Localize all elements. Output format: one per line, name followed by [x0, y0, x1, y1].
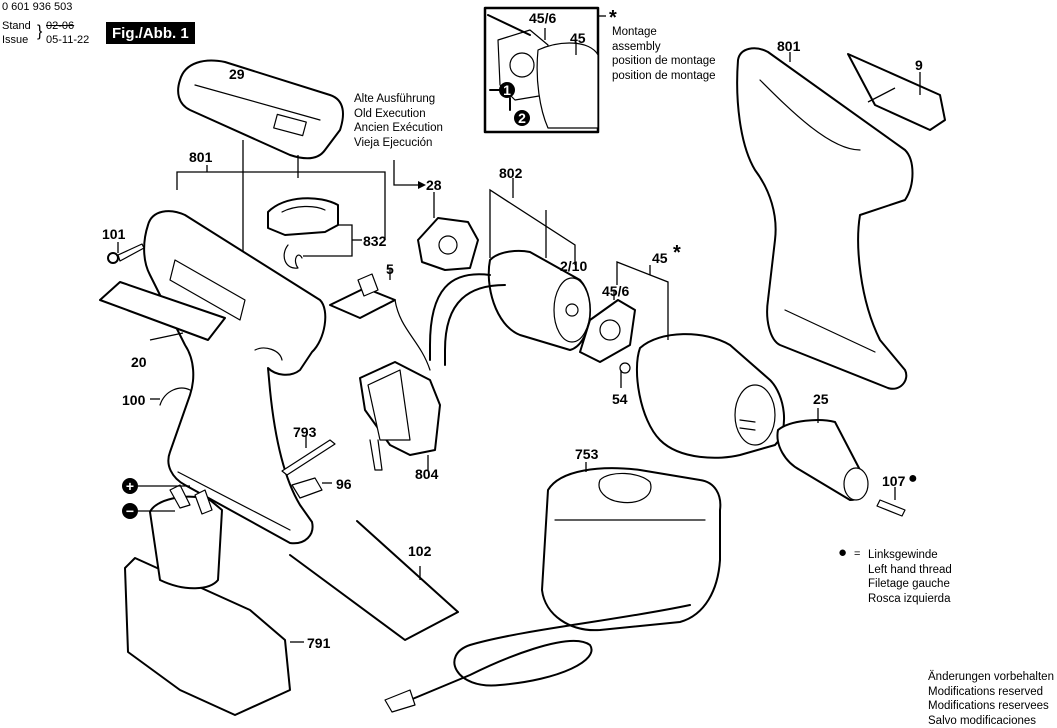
part-number: 0 601 936 503 — [2, 2, 72, 13]
old-execution-de: Alte Ausführung — [354, 92, 443, 107]
part-804-switch — [360, 300, 440, 470]
part-832-clip — [268, 198, 362, 268]
minus-terminal-icon: − — [122, 503, 138, 519]
old-execution-note: Alte Ausführung Old Execution Ancien Exé… — [354, 92, 443, 150]
footer-de: Änderungen vorbehalten — [928, 670, 1054, 685]
stand-label: Stand — [2, 21, 31, 32]
assembly-note: Montage assembly position de montage pos… — [612, 25, 716, 83]
callout-25: 25 — [813, 392, 829, 406]
assembly-inset — [485, 8, 606, 132]
part-102-strap — [290, 521, 458, 640]
callout-791: 791 — [307, 636, 330, 650]
callout-29: 29 — [229, 67, 245, 81]
old-execution-fr: Ancien Exécution — [354, 121, 443, 136]
old-date: 02-06 — [46, 21, 74, 32]
callout-96: 96 — [336, 477, 352, 491]
figure-label: Fig./Abb. 1 — [106, 22, 195, 44]
step-1-marker: 1 — [499, 82, 515, 98]
footer-es: Salvo modificaciones — [928, 714, 1054, 728]
inset-label-45: 45 — [570, 31, 586, 45]
legend-fr: Filetage gauche — [868, 577, 952, 592]
part-100-wire — [150, 388, 190, 405]
callout-801-left: 801 — [189, 150, 212, 164]
part-45-gearbox — [617, 262, 784, 458]
part-107-screw — [877, 487, 905, 516]
legend-en: Left hand thread — [868, 563, 952, 578]
plus-terminal-icon: + — [122, 478, 138, 494]
old-execution-es: Vieja Ejecución — [354, 136, 443, 151]
part-101-screw — [108, 242, 144, 263]
left-thread-dot-icon: ● — [908, 471, 918, 487]
callout-45-6: 45/6 — [602, 284, 629, 298]
old-execution-en: Old Execution — [354, 107, 443, 122]
legend-es: Rosca izquierda — [868, 592, 952, 607]
callout-9: 9 — [915, 58, 923, 72]
footer-fr: Modifications reservees — [928, 699, 1054, 714]
callout-5: 5 — [386, 262, 394, 276]
callout-28: 28 — [426, 178, 442, 192]
callout-832: 832 — [363, 234, 386, 248]
part-96-clip — [292, 478, 332, 498]
assembly-note-es: position de montage — [612, 69, 716, 84]
callout-804: 804 — [415, 467, 438, 481]
callout-793: 793 — [293, 425, 316, 439]
footer-note: Änderungen vorbehalten Modifications res… — [928, 670, 1054, 728]
callout-54: 54 — [612, 392, 628, 406]
legend-equals: = — [854, 549, 860, 560]
callout-101: 101 — [102, 227, 125, 241]
assembly-note-en: assembly — [612, 40, 716, 55]
part-753-charger — [385, 462, 720, 712]
callout-100: 100 — [122, 393, 145, 407]
callout-802: 802 — [499, 166, 522, 180]
part-25-chuck — [777, 408, 868, 500]
inset-label-45-6: 45/6 — [529, 11, 556, 25]
star-icon: * — [673, 243, 681, 263]
legend-text: Linksgewinde Left hand thread Filetage g… — [868, 548, 952, 606]
legend-dot-icon: ● — [838, 545, 847, 560]
callout-20: 20 — [131, 355, 147, 369]
callout-2-10: 2/10 — [560, 259, 587, 273]
step-2-marker: 2 — [514, 110, 530, 126]
assembly-note-de: Montage — [612, 25, 716, 40]
callout-102: 102 — [408, 544, 431, 558]
assembly-note-fr: position de montage — [612, 54, 716, 69]
footer-en: Modifications reserved — [928, 685, 1054, 700]
brace-glyph: } — [37, 24, 42, 40]
callout-45: 45 — [652, 251, 668, 265]
callout-801-right: 801 — [777, 39, 800, 53]
issue-date: 05-11-22 — [46, 35, 89, 46]
part-793-bit — [282, 436, 335, 475]
legend-de: Linksgewinde — [868, 548, 952, 563]
callout-107: 107 — [882, 474, 905, 488]
callout-753: 753 — [575, 447, 598, 461]
issue-label: Issue — [2, 35, 28, 46]
